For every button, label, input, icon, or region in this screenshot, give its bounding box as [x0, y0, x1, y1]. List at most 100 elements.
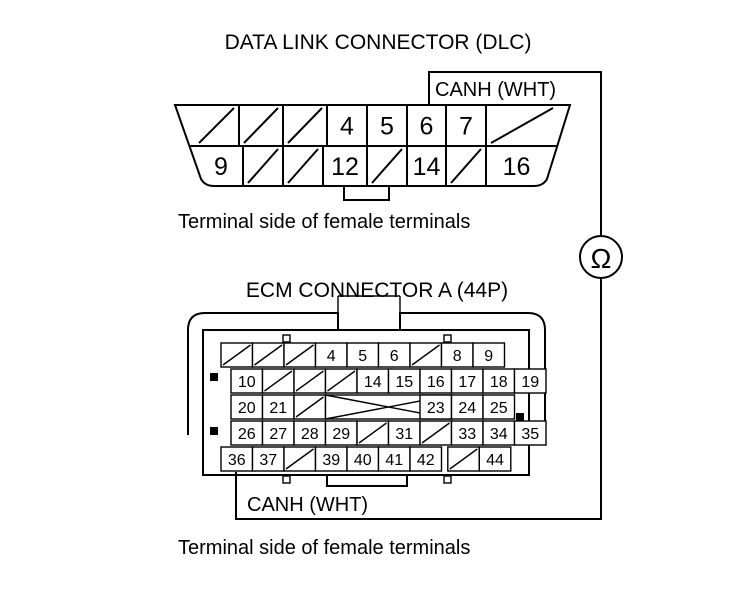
ecm-terminal-cell: [472, 342, 506, 368]
ecm-pin-label: 5: [358, 348, 367, 365]
dlc-wire-label: CANH (WHT): [435, 79, 556, 101]
ecm-terminal-cell: [387, 420, 421, 446]
ecm-tab: [282, 334, 291, 343]
ecm-tab: [210, 373, 218, 381]
ecm-tab: [443, 334, 452, 343]
ecm-pin-label: 33: [458, 426, 476, 443]
ecm-terminal-cell: [314, 342, 348, 368]
ecm-empty-cell-slash: [411, 344, 440, 366]
ecm-terminal-cell: [450, 420, 484, 446]
ecm-pin-label: 39: [322, 452, 340, 469]
dlc-empty-cell-slash: [287, 148, 319, 184]
ecm-empty-cell-slash: [358, 422, 387, 444]
dlc-key: [343, 186, 390, 201]
ecm-empty-cell-slash: [285, 448, 314, 470]
ecm-empty-cell-slash: [222, 344, 251, 366]
ecm-terminal-cell: [377, 342, 411, 368]
ecm-pin-label: 31: [395, 426, 413, 443]
ecm-title: ECM CONNECTOR A (44P): [246, 279, 508, 302]
ecm-terminal-cell: [261, 420, 295, 446]
ecm-empty-cell-slash: [295, 396, 324, 418]
ecm-empty-cell-slash: [295, 370, 324, 392]
ecm-pin-label: 23: [427, 400, 445, 417]
ecm-empty-cell-slash: [254, 344, 283, 366]
ecm-pin-label: 4: [327, 348, 336, 365]
ecm-terminal-cell: [513, 368, 547, 394]
ecm-empty-cell-slash: [421, 422, 450, 444]
dlc-pin-label: 12: [331, 153, 359, 181]
ecm-pin-label: 6: [390, 348, 399, 365]
ecm-pin-label: 44: [486, 452, 504, 469]
ecm-pin-label: 29: [332, 426, 350, 443]
ecm-tab: [516, 413, 524, 421]
ecm-tab: [210, 427, 218, 435]
dlc-title: DATA LINK CONNECTOR (DLC): [225, 31, 532, 54]
ecm-caption: Terminal side of female terminals: [178, 537, 470, 559]
dlc-connector: 4 5 6 7 9 12 14 16: [173, 104, 572, 201]
ecm-pin-label: 42: [417, 452, 435, 469]
ohmmeter: Ω: [579, 235, 623, 279]
ecm-pin-label: 21: [269, 400, 287, 417]
ecm-terminal-cell: [230, 368, 264, 394]
ecm-terminal-cell: [261, 394, 295, 420]
dlc-top-row: 4 5 6 7: [340, 113, 473, 141]
ecm-terminal-cell: [450, 394, 484, 420]
ecm-terminal-cell: [293, 420, 327, 446]
ohm-icon: Ω: [591, 243, 612, 274]
dlc-empty-cell-slash: [247, 148, 279, 184]
ecm-empty-cell-slash: [264, 370, 293, 392]
ecm-empty-cell-slash: [285, 344, 314, 366]
dlc-cell-dividers: [198, 105, 554, 186]
ecm-pin-label: 18: [490, 374, 508, 391]
ecm-pin-label: 17: [458, 374, 476, 391]
ohmmeter-symbol: [579, 235, 623, 279]
ecm-pin-label: 34: [490, 426, 508, 443]
ecm-pin-label: 19: [521, 374, 539, 391]
ecm-inner-frame: [202, 329, 530, 476]
ecm-terminal-cell: [513, 420, 547, 446]
ecm-terminal-cell: [419, 368, 453, 394]
ecm-pin-label: 10: [238, 374, 256, 391]
ecm-terminal-cell: [450, 368, 484, 394]
ecm-pin-label: 40: [354, 452, 372, 469]
dlc-empty-cell-slash: [243, 107, 279, 144]
ecm-pin-label: 14: [364, 374, 382, 391]
ecm-terminal-cell: [230, 420, 264, 446]
ecm-pin-label: 15: [395, 374, 413, 391]
dlc-housing: [173, 104, 572, 187]
ecm-terminal-cell: [356, 368, 390, 394]
dlc-bottom-row: 9 12 14 16: [214, 153, 530, 181]
dlc-empty-cell-slash: [450, 148, 482, 184]
dlc-pin-label: 14: [413, 153, 441, 181]
dlc-pin-label: 4: [340, 113, 354, 141]
ecm-wire-label: CANH (WHT): [247, 494, 368, 516]
ecm-terminal-cell: [314, 446, 348, 472]
ecm-pin-label: 25: [490, 400, 508, 417]
dlc-pin-label: 5: [380, 113, 394, 141]
dlc-empty-cell-slash: [287, 107, 323, 144]
ecm-pin-label: 37: [259, 452, 277, 469]
ecm-bottom-key: [326, 475, 408, 487]
ecm-terminal-cell: [478, 446, 512, 472]
dlc-pin-label: 16: [503, 153, 531, 181]
ecm-terminal-cell: [346, 446, 380, 472]
ecm-pin-label: 8: [453, 348, 462, 365]
dlc-empty-cell-slash: [490, 107, 554, 144]
dlc-pin-label: 6: [420, 113, 434, 141]
ecm-pin-label: 16: [427, 374, 445, 391]
canh-wire-dlc: [428, 71, 602, 236]
ecm-empty-cell-slash: [449, 448, 478, 470]
ecm-empty-cell-slash: [327, 370, 356, 392]
ecm-pin-label: 28: [301, 426, 319, 443]
ecm-pin-label: 26: [238, 426, 256, 443]
ecm-terminal-cell: [482, 394, 516, 420]
dlc-empty-cell-slash: [371, 148, 403, 184]
ecm-terminal-cell: [377, 446, 411, 472]
ecm-terminal-cell: [482, 368, 516, 394]
dlc-pin-label: 7: [459, 113, 473, 141]
ecm-pin-label: 35: [521, 426, 539, 443]
ecm-pin-label: 24: [458, 400, 476, 417]
ecm-pin-label: 41: [385, 452, 403, 469]
